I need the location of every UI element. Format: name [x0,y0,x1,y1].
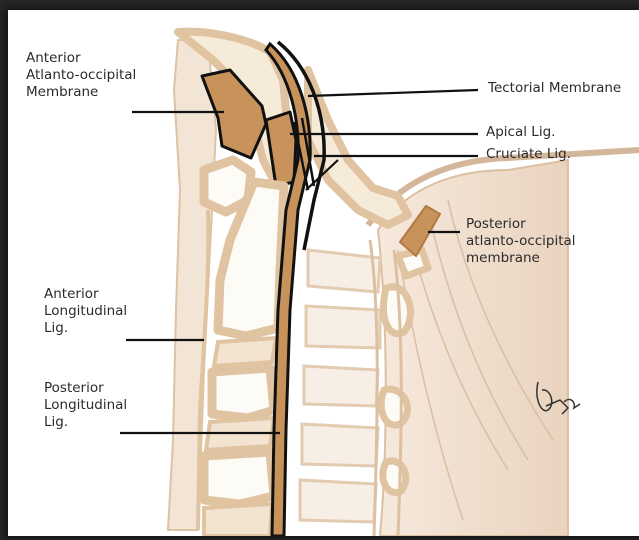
canal-tissue [300,250,380,522]
label-tectorial-membrane: Tectorial Membrane [488,80,621,97]
label-apical-ligament: Apical Lig. [486,124,555,141]
label-cruciate-ligament: Cruciate Lig. [486,146,571,163]
label-anterior-atlanto-occipital-membrane: Anterior Atlanto-occipital Membrane [26,50,136,101]
leader-tectorial [308,90,478,96]
diagram-panel: Anterior Atlanto-occipital Membrane Tect… [8,10,639,536]
label-posterior-atlanto-occipital-membrane: Posterior atlanto-occipital membrane [466,216,576,267]
label-anterior-longitudinal-ligament: Anterior Longitudinal Lig. [44,286,127,337]
label-posterior-longitudinal-ligament: Posterior Longitudinal Lig. [44,380,127,431]
